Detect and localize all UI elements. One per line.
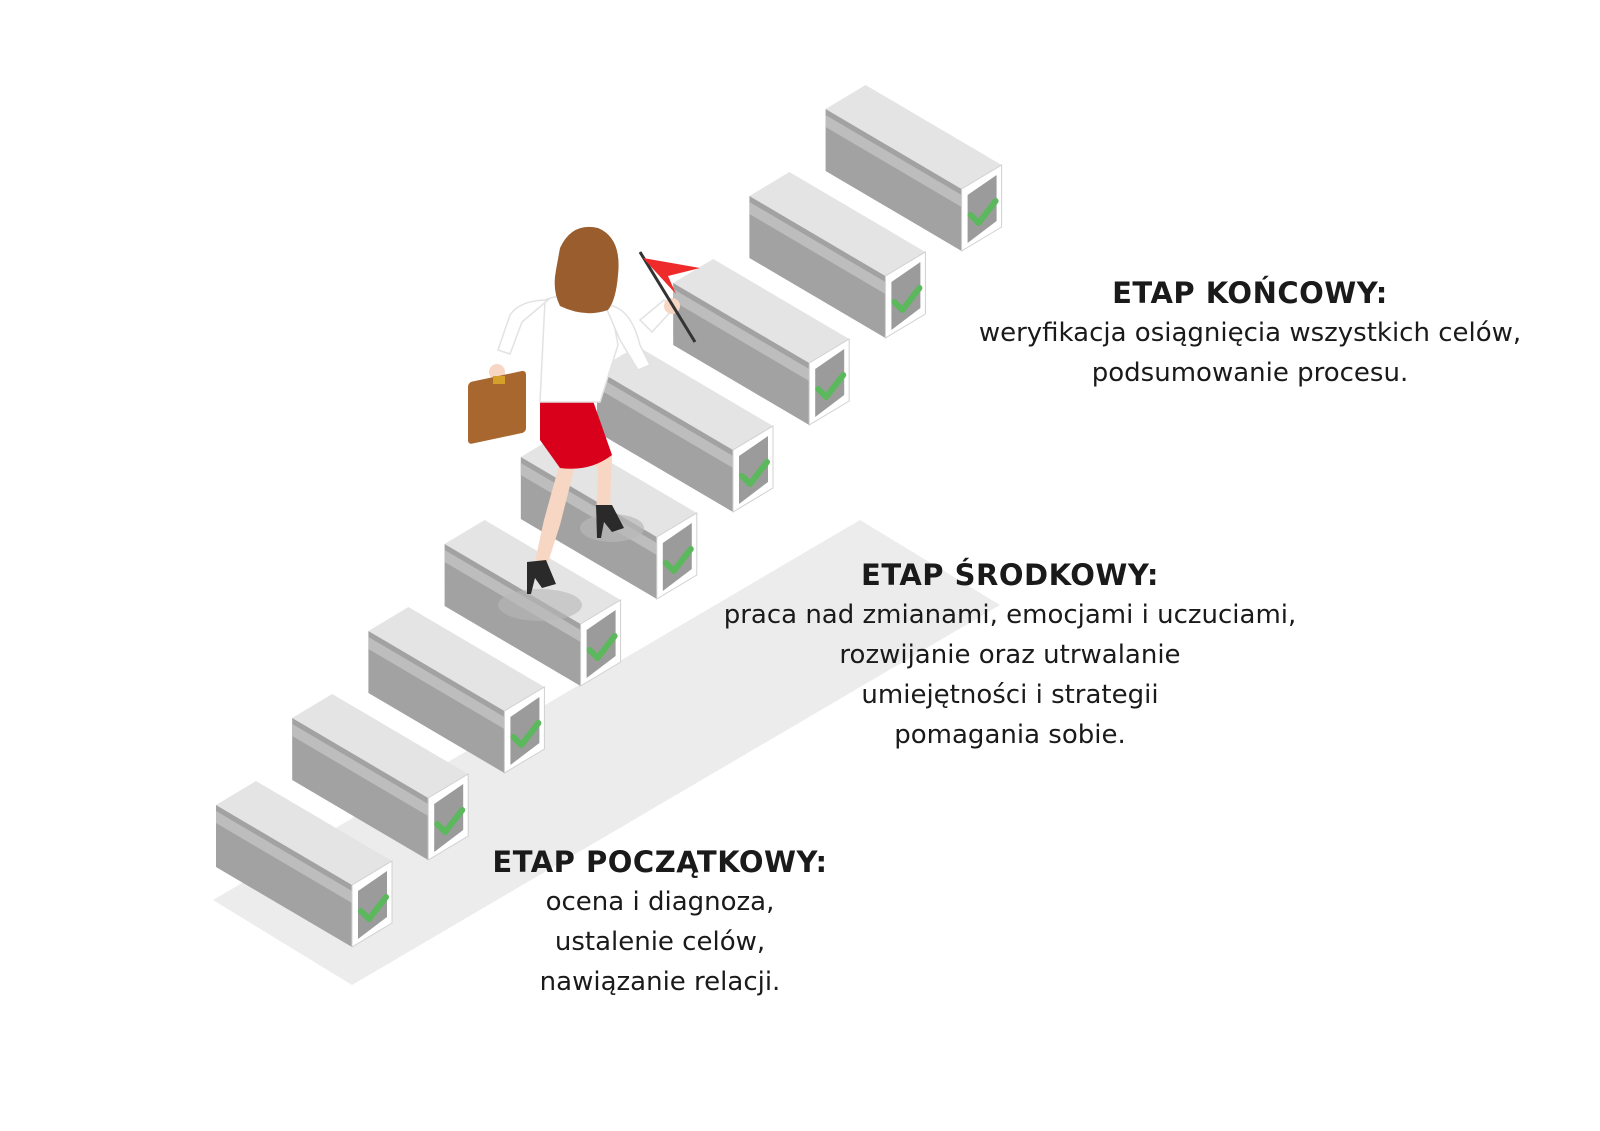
flag-pole (638, 251, 697, 343)
stage-middle-line: praca nad zmianami, emocjami i uczuciami… (723, 600, 1297, 630)
step-top (825, 85, 1002, 189)
stage-middle-title: ETAP ŚRODKOWY: (861, 558, 1159, 592)
arm-right (603, 304, 652, 371)
step-inner (434, 784, 464, 852)
stage-middle-line: rozwijanie oraz utrwalanie (839, 640, 1181, 670)
stage-middle: ETAP ŚRODKOWY: praca nad zmianami, emocj… (720, 555, 1300, 755)
floor-shadow (213, 520, 1000, 985)
check-icon (358, 894, 389, 922)
leg-left (532, 455, 576, 575)
step (825, 85, 1003, 252)
step-top (368, 607, 545, 711)
stage-initial-line: nawiązanie relacji. (539, 967, 781, 997)
step-side-stripe (597, 376, 733, 468)
check-icon (967, 198, 999, 226)
step (368, 607, 545, 774)
step-top (749, 172, 926, 276)
step-top (216, 781, 392, 885)
stage-final-line: weryfikacja osiągnięcia wszystkich celów… (978, 318, 1522, 348)
stage-initial-line: ustalenie celów, (554, 927, 766, 957)
hair (554, 226, 619, 314)
briefcase-clasp (493, 376, 505, 384)
step-side-stripe (825, 115, 962, 207)
step (292, 694, 469, 861)
stage-final-title: ETAP KOŃCOWY: (1112, 276, 1388, 310)
step-inner (739, 436, 768, 504)
step-side-stripe (292, 724, 429, 816)
step-inner (358, 871, 387, 939)
arm-left (497, 299, 551, 355)
stage-initial-title: ETAP POCZĄTKOWY: (492, 845, 828, 879)
foot-shadow (498, 589, 582, 621)
step-side-stripe (216, 811, 352, 903)
stage-middle-line: pomagania sobie. (894, 720, 1126, 750)
step-top (597, 346, 773, 450)
step (749, 172, 926, 339)
step-inner (815, 349, 845, 417)
red-flag-icon (643, 258, 700, 294)
businesswoman-figure (468, 226, 700, 621)
shoe (596, 505, 624, 538)
stage-final: ETAP KOŃCOWY: weryfikacja osiągnięcia ws… (960, 273, 1540, 393)
step-side-stripe (368, 637, 505, 729)
stage-final-line: podsumowanie procesu. (1091, 358, 1409, 388)
skirt (540, 394, 612, 469)
check-icon (510, 720, 542, 748)
step-inner (967, 175, 997, 243)
step-top (292, 694, 469, 798)
step (216, 781, 393, 948)
check-icon (662, 546, 694, 574)
step-inner (891, 262, 921, 330)
briefcase-icon (468, 370, 526, 444)
step-top (673, 259, 850, 363)
check-icon (891, 285, 923, 313)
leg-right (590, 455, 612, 520)
step-inner (510, 697, 540, 765)
step (673, 259, 850, 426)
check-icon (815, 372, 847, 400)
check-icon (586, 633, 618, 661)
step (597, 346, 774, 513)
step-side-stripe (673, 289, 810, 381)
check-icon (434, 807, 466, 835)
step-inner (586, 610, 616, 678)
step-inner (662, 523, 692, 591)
stage-initial-line: ocena i diagnoza, (545, 887, 775, 917)
check-icon (739, 459, 770, 487)
step-side-stripe (749, 202, 886, 294)
stage-middle-line: umiejętności i strategii (861, 680, 1159, 710)
stage-initial: ETAP POCZĄTKOWY: ocena i diagnoza, ustal… (470, 842, 850, 1002)
shoe (527, 560, 556, 594)
